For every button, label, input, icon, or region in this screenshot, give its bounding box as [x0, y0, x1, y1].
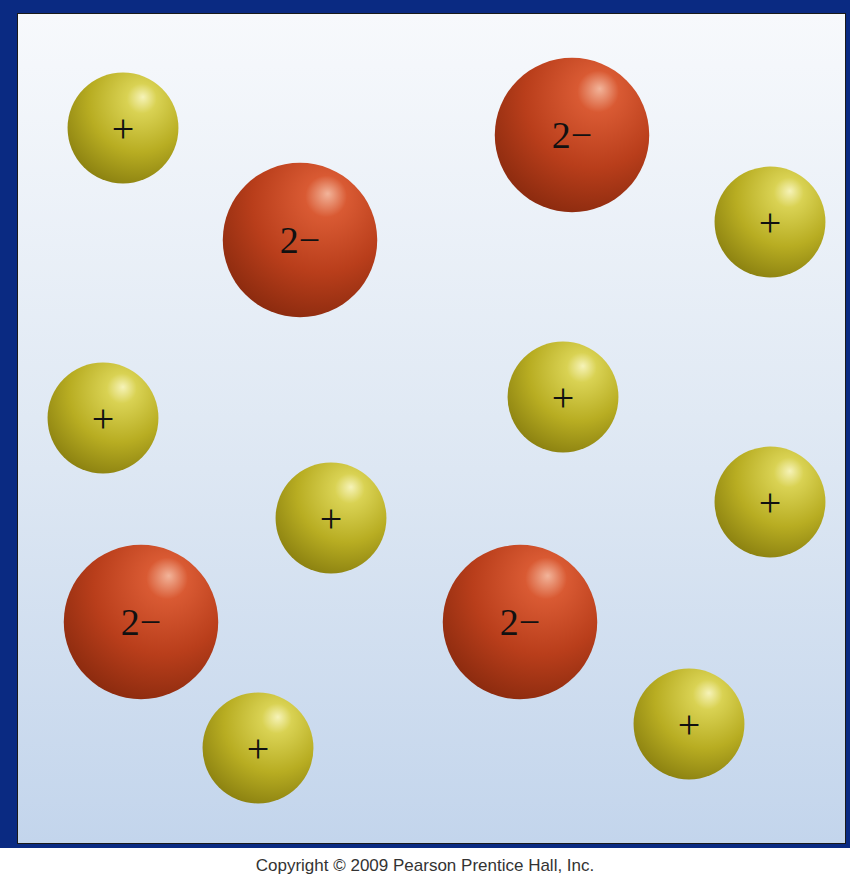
- cation-sphere: +: [714, 446, 826, 558]
- sphere: [715, 167, 826, 278]
- sphere: [223, 163, 377, 317]
- anion-sphere: 2−: [442, 544, 598, 700]
- sphere: [443, 545, 597, 699]
- anion-sphere: 2−: [222, 162, 378, 318]
- cation-sphere: +: [275, 462, 387, 574]
- cation-sphere: +: [67, 72, 179, 184]
- copyright-note: Copyright © 2009 Pearson Prentice Hall, …: [256, 856, 595, 876]
- ion-charge: 2−: [442, 544, 598, 700]
- ion-charge: 2−: [222, 162, 378, 318]
- cation-sphere: +: [202, 692, 314, 804]
- cation-sphere: +: [633, 668, 745, 780]
- ion-charge: +: [507, 341, 619, 453]
- anion-sphere: 2−: [63, 544, 219, 700]
- ion-charge: +: [714, 166, 826, 278]
- sphere: [495, 58, 649, 212]
- ion-charge: 2−: [494, 57, 650, 213]
- sphere: [68, 73, 179, 184]
- ion-charge: +: [714, 446, 826, 558]
- anion-sphere: 2−: [494, 57, 650, 213]
- sphere: [715, 447, 826, 558]
- sphere: [48, 363, 159, 474]
- ion-charge: +: [202, 692, 314, 804]
- cation-sphere: +: [714, 166, 826, 278]
- ion-charge: +: [275, 462, 387, 574]
- sphere: [64, 545, 218, 699]
- sphere: [634, 669, 745, 780]
- sphere: [203, 693, 314, 804]
- ion-charge: +: [633, 668, 745, 780]
- cation-sphere: +: [47, 362, 159, 474]
- ion-charge: 2−: [63, 544, 219, 700]
- ion-charge: +: [67, 72, 179, 184]
- sphere: [508, 342, 619, 453]
- sphere: [276, 463, 387, 574]
- ion-charge: +: [47, 362, 159, 474]
- cation-sphere: +: [507, 341, 619, 453]
